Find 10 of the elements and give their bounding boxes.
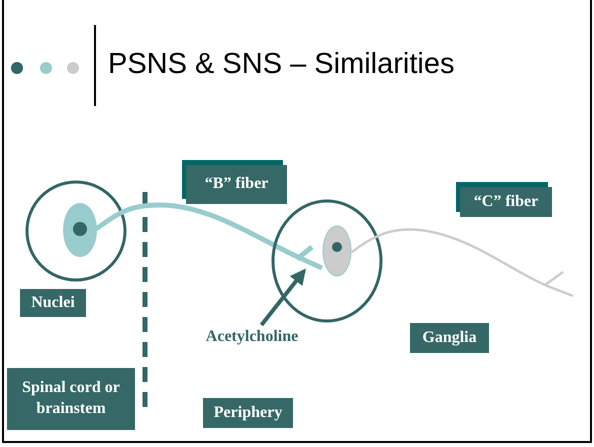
label-box: Spinal cord or brainstem [7, 368, 135, 430]
slide-title: PSNS & SNS – Similarities [108, 48, 454, 81]
label-box: Periphery [203, 398, 293, 428]
label-box: “B” fiber [186, 165, 287, 204]
label-box: Nuclei [20, 289, 86, 317]
callout-text: Acetylcholine [190, 326, 314, 348]
nerve-fiber [94, 202, 324, 270]
label-box: Ganglia [410, 323, 489, 353]
label-box: “C” fiber [460, 187, 552, 217]
arrow [260, 268, 306, 326]
